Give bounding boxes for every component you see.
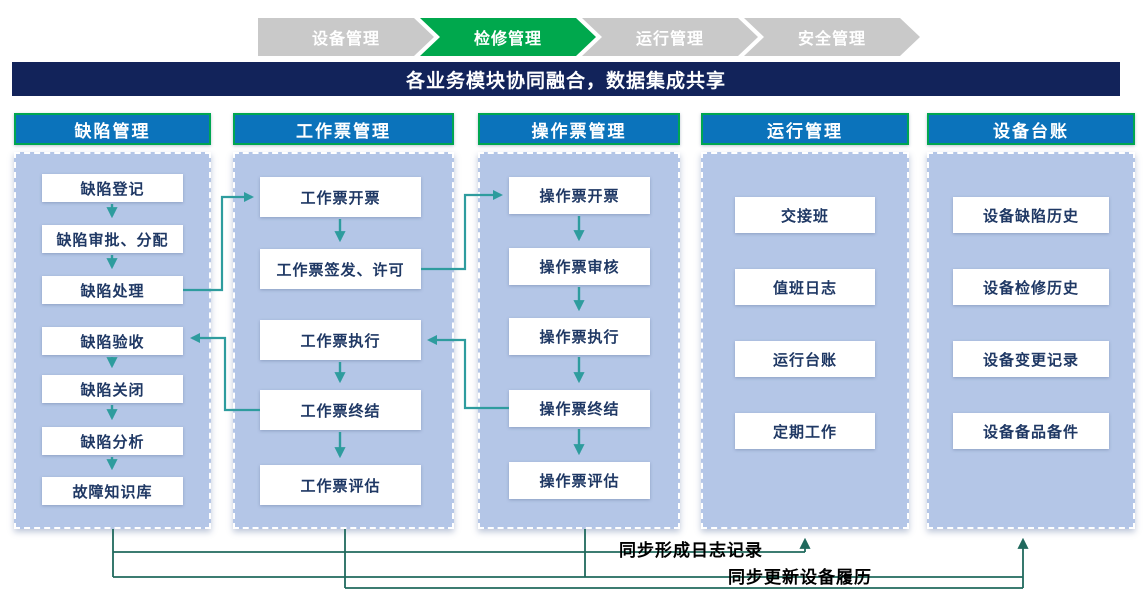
flow-node-periodic-work: 定期工作 (735, 413, 875, 449)
flow-node-duty-log: 值班日志 (735, 269, 875, 305)
tab-equipment-management[interactable]: 设备管理 (258, 18, 434, 56)
flow-node-defect-register: 缺陷登记 (42, 174, 183, 202)
flow-node-opticket-review: 操作票审核 (509, 248, 650, 285)
flow-node-defect-handle: 缺陷处理 (42, 276, 183, 304)
flow-node-workticket-sign: 工作票签发、许可 (260, 249, 421, 289)
flow-node-defect-close: 缺陷关闭 (42, 375, 183, 403)
tab-operation-management[interactable]: 运行管理 (582, 18, 758, 56)
tab-label: 设备管理 (311, 29, 380, 48)
tab-safety-management[interactable]: 安全管理 (744, 18, 920, 56)
sync-log-label: 同步形成日志记录 (619, 541, 763, 561)
column-header-work-ticket: 工作票管理 (233, 113, 454, 145)
flow-node-defect-accept: 缺陷验收 (42, 327, 183, 355)
flow-node-opticket-execute: 操作票执行 (509, 318, 650, 355)
tab-label: 检修管理 (473, 29, 542, 48)
flow-node-shift-handover: 交接班 (735, 197, 875, 233)
flow-node-opticket-issue: 操作票开票 (509, 177, 650, 214)
flow-node-opticket-end: 操作票终结 (509, 390, 650, 427)
flow-node-fault-knowledge: 故障知识库 (42, 477, 183, 505)
tab-label: 运行管理 (635, 29, 704, 48)
tab-overhaul-management[interactable]: 检修管理 (420, 18, 596, 56)
column-header-ledger: 设备台账 (927, 113, 1135, 145)
flow-node-workticket-assess: 工作票评估 (260, 465, 421, 505)
flow-node-defect-approve: 缺陷审批、分配 (42, 225, 183, 253)
tab-label: 安全管理 (797, 29, 866, 48)
flow-node-device-defect-history: 设备缺陷历史 (953, 197, 1109, 233)
flow-node-device-overhaul-history: 设备检修历史 (953, 269, 1109, 305)
column-header-op-ticket: 操作票管理 (478, 113, 680, 145)
flow-node-device-change-record: 设备变更记录 (953, 341, 1109, 377)
flow-node-workticket-execute: 工作票执行 (260, 320, 421, 360)
column-header-defect: 缺陷管理 (14, 113, 211, 145)
flow-node-workticket-issue: 工作票开票 (260, 177, 421, 217)
flow-node-opticket-assess: 操作票评估 (509, 462, 650, 499)
flow-node-operation-ledger: 运行台账 (735, 341, 875, 377)
flow-node-defect-analyze: 缺陷分析 (42, 427, 183, 455)
banner-title: 各业务模块协同融合，数据集成共享 (12, 62, 1120, 96)
column-header-operation: 运行管理 (701, 113, 909, 145)
flow-node-workticket-end: 工作票终结 (260, 390, 421, 430)
flow-node-device-spare-parts: 设备备品备件 (953, 413, 1109, 449)
sync-device-label: 同步更新设备履历 (728, 568, 872, 588)
